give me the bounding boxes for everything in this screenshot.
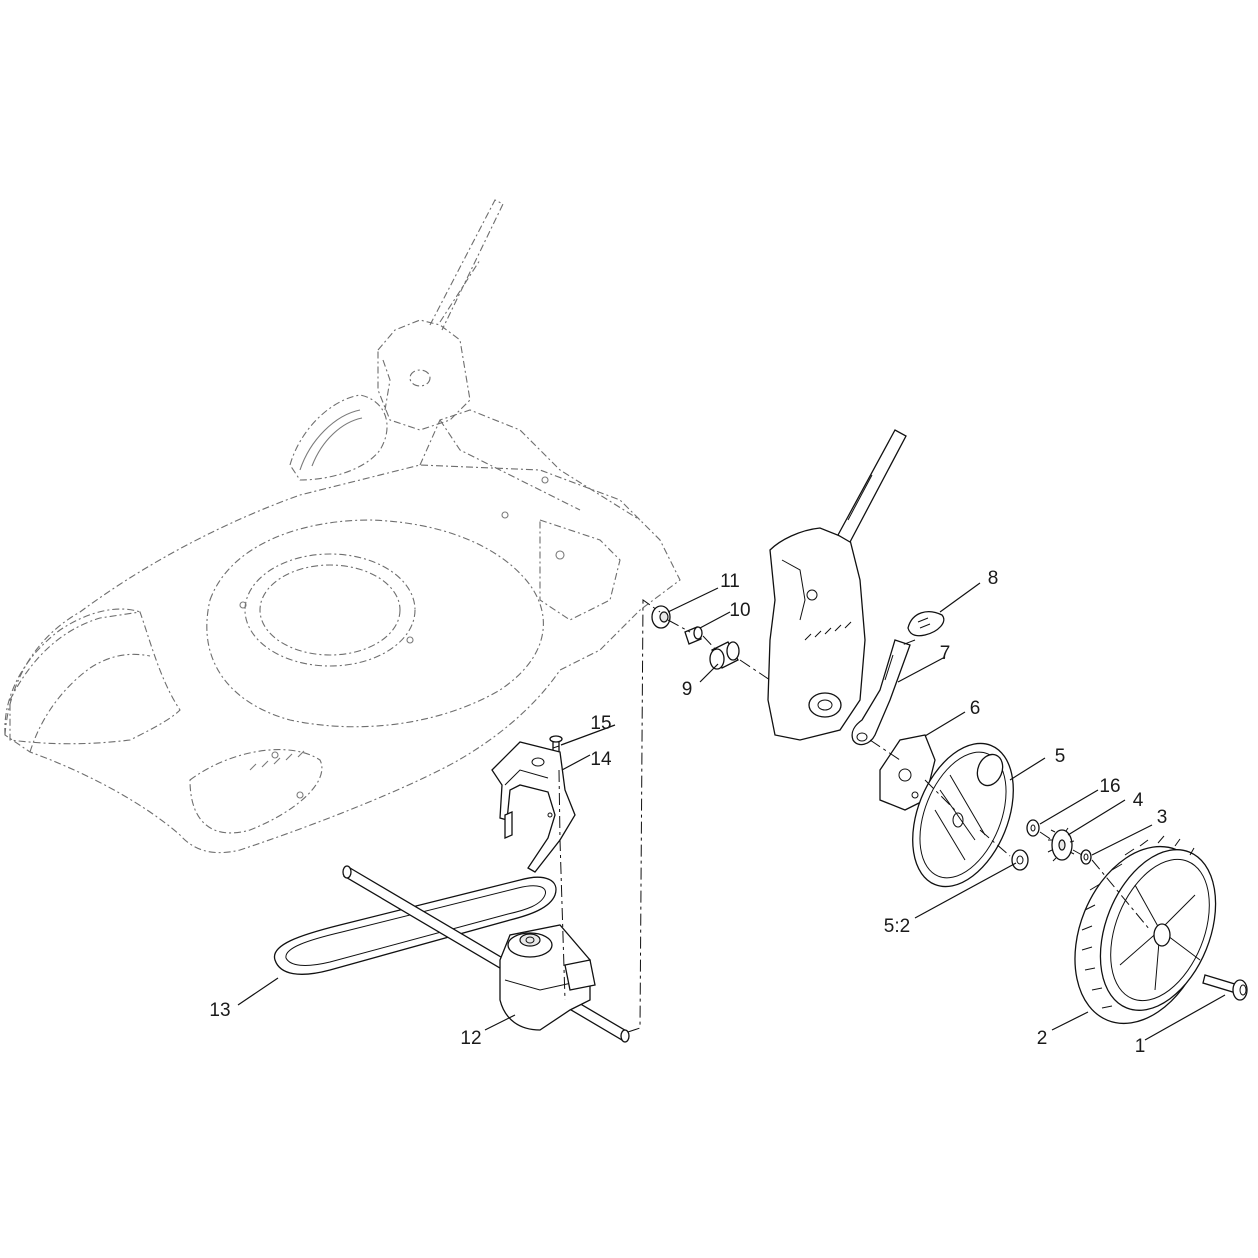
callout-5: 5	[1055, 746, 1066, 767]
part-12-transmission	[499, 924, 596, 1031]
callout-14: 14	[590, 749, 612, 770]
callout-6: 6	[970, 698, 981, 719]
part-10-bushing	[684, 626, 703, 645]
part-3-retaining-ring	[1080, 849, 1092, 865]
part-5-2-washer	[1011, 849, 1029, 871]
callout-labels: 1 2 3 4 5 5:2 6 7 8 9 10 11 12 13 14 15 …	[209, 568, 1167, 1057]
callout-2: 2	[1037, 1028, 1048, 1049]
callout-16: 16	[1099, 776, 1120, 797]
callout-7: 7	[940, 643, 951, 664]
callout-9: 9	[682, 679, 693, 700]
callout-15: 15	[590, 713, 611, 734]
part-5-wheel-cover	[912, 742, 1014, 888]
callout-1: 1	[1135, 1036, 1146, 1057]
mower-deck-ghost	[4, 199, 681, 854]
part-11-washer	[651, 605, 671, 629]
callout-12: 12	[460, 1028, 481, 1049]
part-2-wheel	[1074, 835, 1217, 1025]
callout-10: 10	[729, 600, 750, 621]
part-7-lever	[851, 639, 911, 746]
callout-3: 3	[1157, 807, 1168, 828]
part-8-knob	[907, 611, 945, 637]
callout-13: 13	[209, 1000, 230, 1021]
part-1-shoulder-bolt	[1202, 974, 1248, 1001]
assembly-lines	[558, 599, 1151, 1033]
callout-5-2: 5:2	[884, 916, 910, 937]
part-4-pinion-gear	[1047, 827, 1075, 862]
callout-leaders	[237, 582, 1226, 1041]
callout-11: 11	[720, 571, 740, 592]
part-14-bracket	[491, 741, 576, 873]
part-13-drive-belt	[273, 876, 557, 975]
callout-4: 4	[1133, 790, 1144, 811]
callout-8: 8	[988, 568, 999, 589]
part-9-spacer	[709, 641, 740, 670]
height-adjuster-bracket	[767, 429, 907, 741]
part-16-washer	[1026, 819, 1040, 837]
